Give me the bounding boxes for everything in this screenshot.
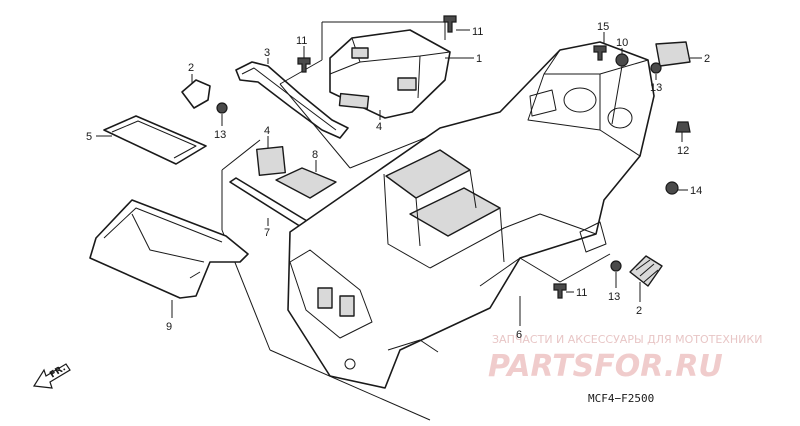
diagram-code: MCF4−F2500	[588, 392, 654, 405]
callout-4-lower: 4	[264, 125, 270, 137]
group-outline-left	[221, 139, 431, 421]
part-4-pad-upper	[338, 92, 370, 110]
part-2-rubber-ribs	[635, 259, 659, 283]
part-2-clip-left	[181, 79, 211, 109]
callout-6: 6	[516, 329, 522, 341]
callout-2-right-top: 2	[704, 53, 710, 65]
callout-13-right: 13	[650, 82, 662, 94]
part-13-nut-right	[650, 62, 662, 74]
callout-5: 5	[86, 131, 92, 143]
part-3-seal-strip	[235, 61, 349, 139]
callout-8: 8	[312, 149, 318, 161]
callout-13-left: 13	[214, 129, 226, 141]
part-3-seal-inner	[241, 67, 337, 131]
part-2-rubber-right-top	[655, 41, 691, 67]
part-13-nut-left	[216, 102, 228, 114]
callout-9: 9	[166, 321, 172, 333]
callout-7: 7	[264, 227, 270, 239]
part-4-block	[256, 146, 286, 176]
watermark-brand: PARTSFOR.RU	[488, 349, 723, 384]
callout-14: 14	[690, 185, 702, 197]
callout-11-lower: 11	[576, 287, 587, 299]
callout-15: 15	[597, 21, 609, 33]
callout-12: 12	[677, 145, 689, 157]
callout-4-upper: 4	[376, 121, 382, 133]
callout-11-top: 11	[472, 26, 483, 38]
part-6-storage-tray	[287, 41, 655, 389]
part-14-nut	[665, 181, 679, 195]
part-8-sponge	[275, 167, 337, 199]
part-5-panel-edge	[111, 120, 197, 159]
watermark-tagline: ЗАПЧАСТИ И АКСЕССУАРЫ ДЛЯ МОТОТЕХНИКИ	[492, 333, 762, 346]
front-direction-arrow: FR.	[32, 363, 71, 389]
part-9-under-cover	[89, 199, 249, 299]
callout-2-right-lower: 2	[636, 305, 642, 317]
callout-2-left: 2	[188, 62, 194, 74]
part-11-screw-lower	[553, 283, 567, 299]
callout-3: 3	[264, 47, 270, 59]
callout-1: 1	[476, 53, 482, 65]
callout-10: 10	[616, 37, 628, 49]
callout-11-upper: 11	[296, 35, 307, 47]
group-outline-upper	[279, 21, 471, 169]
part-5-panel	[103, 115, 207, 165]
leader-10	[611, 48, 623, 125]
part-11-screw-top	[443, 15, 457, 33]
part-15-bolt	[593, 45, 607, 61]
part-13-nut-lower	[610, 260, 622, 272]
callout-13-lower: 13	[608, 291, 620, 303]
part-11-screw-upper	[297, 57, 311, 73]
part-12-clip	[675, 121, 691, 133]
part-10-collar	[615, 53, 629, 67]
